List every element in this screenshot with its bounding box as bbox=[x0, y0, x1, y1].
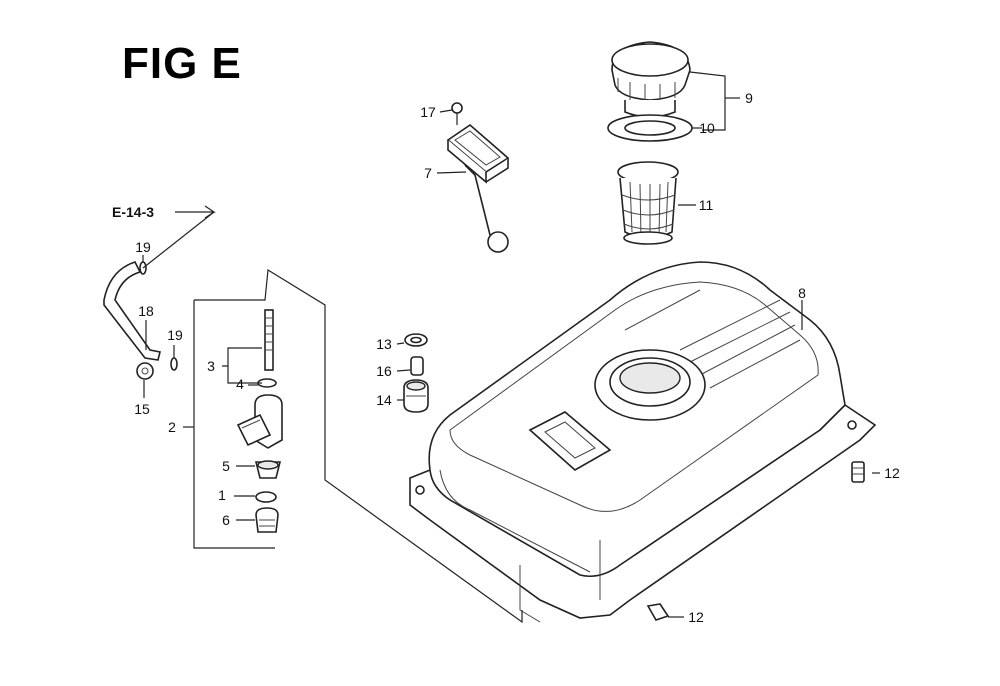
washer-13 bbox=[404, 333, 428, 347]
callout-19-lower: 19 bbox=[167, 327, 183, 343]
gauge-screw bbox=[451, 102, 463, 125]
callout-6: 6 bbox=[222, 512, 230, 528]
callout-1: 1 bbox=[218, 487, 226, 503]
callout-12-bottom: 12 bbox=[688, 609, 704, 625]
callout-7: 7 bbox=[424, 165, 432, 181]
callout-14-upper: 16 bbox=[376, 363, 392, 379]
collar-16 bbox=[410, 356, 424, 376]
callout-2: 2 bbox=[168, 419, 176, 435]
fuel-gauge bbox=[446, 123, 510, 253]
callout-8: 8 bbox=[798, 285, 806, 301]
fuel-tank bbox=[409, 261, 877, 623]
callout-4: 4 bbox=[236, 376, 244, 392]
bolt-12-bottom bbox=[646, 603, 670, 621]
cap-gasket bbox=[607, 114, 693, 142]
callout-18: 18 bbox=[138, 303, 154, 319]
hose-clip-lower bbox=[170, 357, 178, 371]
bolt-12-right bbox=[851, 461, 865, 483]
callout-12-right: 12 bbox=[884, 465, 900, 481]
hose-band bbox=[136, 362, 154, 380]
fuel-hose bbox=[103, 261, 161, 361]
callout-19-top: 19 bbox=[135, 239, 151, 255]
callout-14: 14 bbox=[376, 392, 392, 408]
callout-13: 13 bbox=[376, 336, 392, 352]
leader-lines bbox=[142, 71, 880, 618]
figure-title: FIG E bbox=[122, 39, 242, 88]
callout-15: 15 bbox=[134, 401, 150, 417]
fuel-strainer bbox=[617, 161, 679, 245]
fuel-cap bbox=[611, 41, 691, 118]
callout-5: 5 bbox=[222, 458, 230, 474]
callout-11: 11 bbox=[699, 197, 714, 213]
reference-label: E-14-3 bbox=[112, 204, 155, 220]
callout-17: 17 bbox=[420, 104, 436, 120]
callout-3: 3 bbox=[207, 358, 215, 374]
callout-9: 9 bbox=[745, 90, 753, 106]
fuel-valve-assembly bbox=[193, 268, 523, 624]
callout-10: 10 bbox=[699, 120, 715, 136]
grommet-14 bbox=[403, 379, 429, 413]
